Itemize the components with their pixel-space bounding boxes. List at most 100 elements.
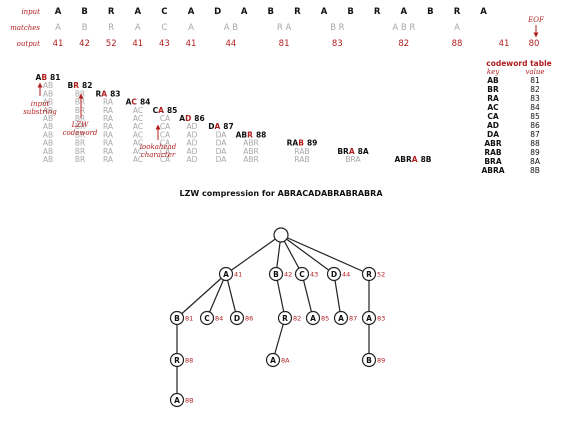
- trie-node-code: 8A: [281, 357, 290, 365]
- table-value: 8B: [530, 166, 540, 175]
- lookahead-label-1: lookahead: [140, 143, 177, 151]
- trie-edge: [275, 273, 286, 319]
- step-input: D: [208, 122, 214, 131]
- lzw-codeword-label-1: LZW: [71, 121, 90, 129]
- step-history: CA: [160, 139, 171, 148]
- step-history: AB: [43, 89, 53, 98]
- trie-node-code: 8B: [185, 397, 194, 405]
- input-char: B: [347, 7, 353, 17]
- trie-node-code: 42: [284, 271, 292, 279]
- output-code: 41: [53, 39, 64, 49]
- caption-prefix: LZW compression for: [179, 189, 277, 198]
- step-input: B: [68, 81, 74, 90]
- step-history: RA: [103, 139, 114, 148]
- diagram-caption: LZW compression for ABRACADABRABRABRA: [179, 189, 383, 198]
- step-history: AB: [43, 81, 53, 90]
- step-lookahead: C: [131, 98, 137, 107]
- step-history: ABR: [243, 155, 259, 164]
- table-key: ABR: [484, 139, 502, 148]
- table-key: AB: [487, 76, 499, 85]
- trie-node-circle: [361, 266, 377, 282]
- table-value: 82: [530, 85, 540, 94]
- step-history: RA: [103, 155, 114, 164]
- step-history: AD: [187, 130, 198, 139]
- match-value: A: [55, 23, 61, 33]
- step-lookahead: B: [298, 139, 304, 148]
- step-history: RA: [103, 98, 114, 107]
- trie-node: A 8B: [169, 392, 194, 408]
- trie-node-circle: [305, 310, 321, 326]
- table-value: 84: [530, 103, 540, 112]
- trie-node-circle: [169, 310, 185, 326]
- step-history: BR: [75, 106, 85, 115]
- match-value: R A: [277, 23, 292, 33]
- trie-node: A 85: [305, 310, 329, 326]
- trie-node-code: 43: [310, 271, 318, 279]
- step-input: C: [153, 106, 159, 115]
- step-history: AC: [133, 106, 143, 115]
- step-history: AC: [133, 114, 143, 123]
- step-history: AC: [133, 122, 143, 131]
- trie-edge: [225, 234, 282, 275]
- step-input: ABR: [394, 155, 412, 164]
- trie-node-label: A: [366, 314, 372, 323]
- step-code: 89: [307, 139, 317, 148]
- step-history: BR: [75, 147, 85, 156]
- trie-node-circle: [265, 352, 281, 368]
- table-value: 85: [530, 112, 540, 121]
- step-history: CA: [160, 155, 171, 164]
- step-input: RA: [287, 139, 299, 148]
- trie-node-label: D: [234, 314, 240, 323]
- codeword-table-value-header: value: [525, 68, 544, 76]
- trie-node-label: A: [223, 270, 229, 279]
- step-history: CA: [160, 130, 171, 139]
- step-history: RA: [103, 147, 114, 156]
- trie-node-label: A: [174, 396, 180, 405]
- trie-edge: [333, 273, 342, 319]
- step-code: 85: [167, 106, 177, 115]
- input-char: R: [108, 7, 115, 17]
- step-history: CA: [160, 114, 171, 123]
- match-value: A B R: [392, 23, 415, 33]
- table-key: AC: [487, 103, 499, 112]
- match-value: B: [82, 23, 88, 33]
- trie-node-circle: [326, 266, 342, 282]
- trie-node-code: 85: [321, 315, 329, 323]
- step-lookahead: R: [247, 130, 253, 139]
- caption-string: ABRACADABRABRABRA: [278, 189, 384, 198]
- step-lookahead: D: [185, 114, 191, 123]
- codeword-table-key-header: key: [487, 68, 500, 76]
- trie-node-code: 44: [342, 271, 350, 279]
- trie-node-code: 83: [377, 315, 385, 323]
- step-history: AD: [187, 122, 198, 131]
- step-history: BR: [75, 122, 85, 131]
- trie-node-label: A: [310, 314, 316, 323]
- step-history: RA: [103, 130, 114, 139]
- step-code: 86: [194, 114, 204, 123]
- trie-node-label: R: [174, 356, 180, 365]
- step-history: AC: [133, 155, 143, 164]
- step-history: AB: [43, 130, 53, 139]
- output-code: 81: [279, 39, 290, 49]
- input-char: A: [480, 7, 487, 17]
- step-history: AB: [43, 139, 53, 148]
